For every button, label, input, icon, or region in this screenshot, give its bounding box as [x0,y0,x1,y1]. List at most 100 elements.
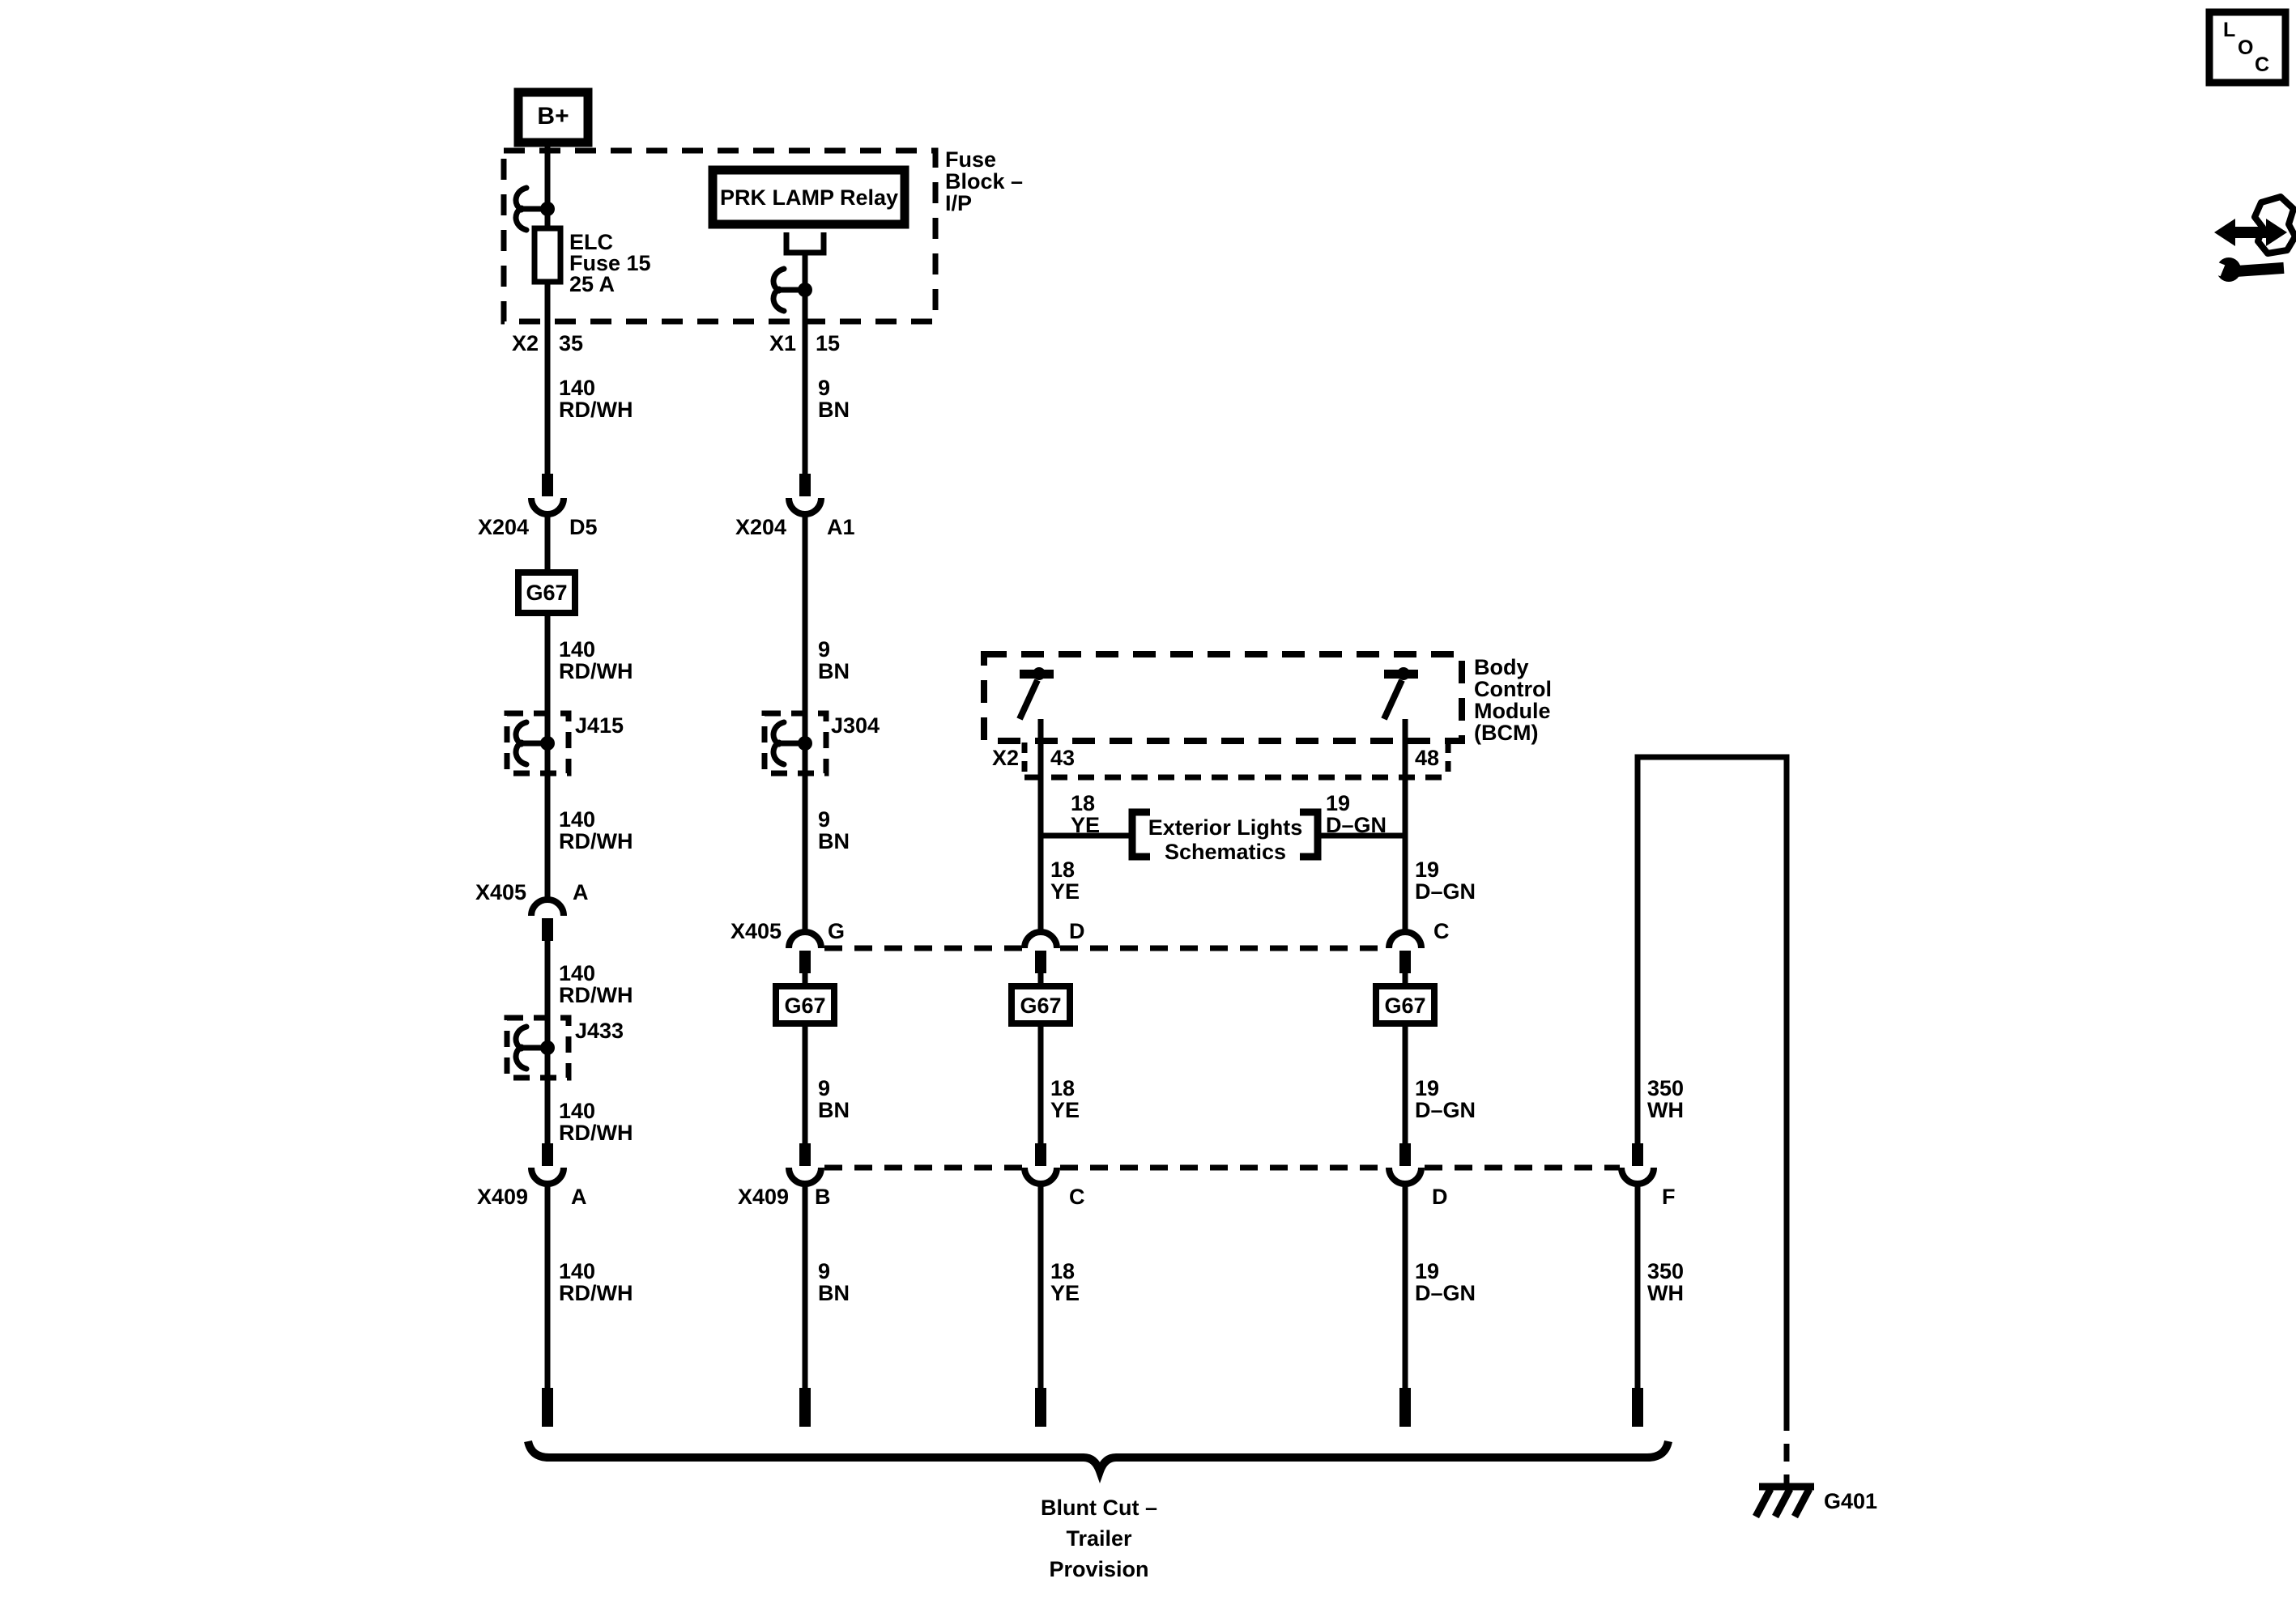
connector-x204-symbols[interactable] [528,474,824,517]
g401-ground-symbol[interactable] [1753,1483,1814,1519]
reference-line2: Schematics [1164,840,1287,864]
wire-label-circuit: 9 [818,376,831,400]
wire-label-color: RD/WH [559,829,633,853]
wire-label-color: YE [1050,879,1080,904]
wire-label-circuit: 140 [559,1099,596,1123]
wire-label-color: D–GN [1415,1281,1476,1305]
reference-brackets [1128,808,1322,861]
wire-label-color: BN [818,1098,850,1122]
pin-d-label: D [1432,1185,1448,1209]
pin-43-label: 43 [1050,746,1076,770]
connector-x405-label: X405 [475,880,526,904]
wire-label-color: RD/WH [559,983,633,1007]
fuse-symbol[interactable] [531,225,564,285]
wire-label-circuit: 9 [818,637,831,662]
pin-15-label: 15 [816,331,841,355]
wire-label-circuit: 18 [1050,1259,1076,1283]
prk-lamp-relay-symbol[interactable] [708,165,909,259]
bcm-switch-icons [1016,667,1418,721]
splice-boxes[interactable] [504,710,829,1081]
wire-label-color: BN [818,659,850,683]
wire-label-circuit: 140 [559,637,596,662]
connector-x2-label: X2 [511,331,539,355]
wire-label-circuit: 140 [559,376,596,400]
pin-c-label: C [1433,919,1450,943]
wire-label-color: D–GN [1415,879,1476,904]
wire-label-circuit: 140 [559,961,596,985]
fuse-block-name-line3: I/P [945,191,973,215]
wire-label-circuit: 350 [1647,1259,1685,1283]
wire-label-circuit: 350 [1647,1076,1685,1100]
wire-label-circuit: 19 [1415,857,1440,882]
g67-label: G67 [526,581,568,605]
g67-ground-boxes[interactable] [515,569,1438,1027]
loc-letter-l: L [2223,19,2236,41]
pin-a1-label: A1 [827,515,855,539]
connector-x405-label: X405 [730,919,782,943]
wire-label-circuit: 9 [818,807,831,832]
loc-letter-o: O [2238,36,2254,59]
wire-label-color: D–GN [1415,1098,1476,1122]
pin-35-label: 35 [559,331,584,355]
g401-label: G401 [1824,1489,1878,1513]
pin-a-label: A [571,1185,587,1209]
wire-label-circuit: 140 [559,1259,596,1283]
bcm-name-line3: Module [1474,699,1551,723]
bcm-name-line4: (BCM) [1474,721,1539,745]
pin-d-label: D [1069,919,1085,943]
battery-positive-label: B+ [537,103,569,130]
wire-label-color: RD/WH [559,659,633,683]
g67-label: G67 [784,994,826,1018]
wire-label-circuit: 9 [818,1259,831,1283]
wire-label-color: YE [1050,1281,1080,1305]
wire-19-dgn [1318,719,1408,1388]
blunt-cut-note-line1: Blunt Cut – [1041,1496,1157,1520]
wire-label-color: RD/WH [559,398,633,422]
loc-letter-c: C [2255,53,2270,76]
connector-x405-symbols[interactable] [528,896,1425,973]
g67-label: G67 [1020,994,1062,1018]
fuse-block-name-line1: Fuse [945,147,997,172]
fuse-name-line1: ELC [569,230,613,254]
connector-x409-symbols[interactable] [528,1143,1657,1187]
pin-g-label: G [828,919,846,943]
wire-label-color: BN [818,829,850,853]
bcm-connector-x2-label: X2 [991,746,1019,770]
bcm-name-line2: Control [1474,677,1552,701]
connector-x409-label: X409 [476,1185,528,1209]
wire-label-circuit: 9 [818,1076,831,1100]
bcm-enclosure[interactable] [981,651,1465,781]
connector-x204-label: X204 [735,515,786,539]
wire-label-color: YE [1071,813,1101,837]
pin-c-label: C [1069,1185,1085,1209]
wire-label-circuit: 19 [1415,1076,1440,1100]
wire-label-circuit: 140 [559,807,596,832]
pin-f-label: F [1662,1185,1676,1209]
blunt-cut-note-line2: Trailer [1066,1526,1132,1551]
bcm-name-line1: Body [1474,655,1529,679]
fuse-block-name-line2: Block – [945,169,1024,194]
connector-x204-label: X204 [477,515,529,539]
splice-j415-label: J415 [575,713,624,738]
blunt-cut-brace [524,1440,1672,1484]
splice-j304-label: J304 [831,713,880,738]
fuse-name-line2: Fuse 15 [569,251,651,275]
wire-label-color: WH [1647,1098,1684,1122]
prk-lamp-relay-label: PRK LAMP Relay [719,185,899,210]
tools-icon[interactable] [2210,194,2296,282]
battery-positive-terminal[interactable] [513,87,593,147]
wire-label-circuit: 18 [1050,857,1076,882]
pin-d5-label: D5 [569,515,598,539]
wire-label-color: BN [818,398,850,422]
wire-label-color: WH [1647,1281,1684,1305]
connector-x409-label: X409 [737,1185,789,1209]
loc-button-frame[interactable] [2205,8,2290,87]
connector-x1-label: X1 [769,331,796,355]
wire-label-color: D–GN [1326,813,1387,837]
fuse-block-enclosure[interactable] [501,147,939,325]
wire-label-color: RD/WH [559,1281,633,1305]
wire-18-ye [1037,719,1132,1388]
splice-j433-label: J433 [575,1019,624,1043]
wire-label-circuit: 19 [1415,1259,1440,1283]
